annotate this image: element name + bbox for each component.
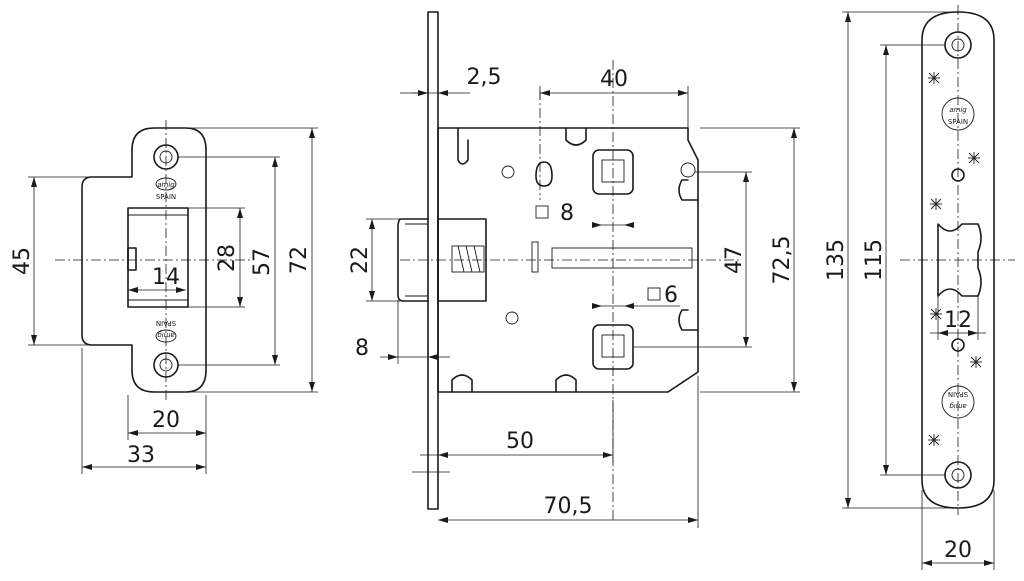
dim-latch-offset: 8: [355, 336, 369, 361]
dim-faceplate-hole-distance: 115: [862, 239, 887, 281]
dim-follower-distance: 47: [722, 246, 747, 274]
case-slot-top-left: [457, 127, 469, 165]
strike-tab: [127, 247, 137, 271]
faceplate-outline: [921, 11, 995, 509]
bolt-pin: [531, 241, 539, 273]
lock-latch: [397, 218, 429, 302]
bolt-slot: [551, 247, 693, 269]
dim-faceplate-thickness: 2,5: [467, 65, 502, 90]
dim-strike-total-width: 33: [127, 443, 155, 468]
faceplate-latch-opening: [937, 223, 982, 297]
logo-mark: amig: [157, 331, 175, 339]
logo-mark: amig: [157, 181, 175, 189]
square-symbol: [535, 205, 549, 219]
dim-strike-window-width: 14: [152, 265, 180, 290]
square-symbol: [647, 287, 661, 301]
lock-body-view: 2,5 40 22 8 8 6: [348, 11, 800, 528]
strike-plate-view: amig SPAIN amig SPAIN 45 28 57: [10, 120, 318, 474]
dim-strike-outer-height: 72: [287, 246, 312, 274]
case-notch-bottom-mid: [555, 374, 577, 393]
dim-case-height: 72,5: [770, 236, 795, 285]
dim-strike-body-height: 45: [10, 247, 35, 275]
dim-faceplate-width: 20: [944, 538, 972, 563]
faceplate-front-view: amig SPAIN amig SPAIN 135 115: [824, 5, 1015, 570]
dim-latch-height: 22: [348, 246, 373, 274]
dim-backset: 50: [506, 429, 534, 454]
dim-strike-window-height: 28: [215, 244, 240, 272]
dim-faceplate-length: 135: [824, 239, 849, 281]
case-notch-bottom-left: [451, 374, 473, 393]
dim-strike-plate-width: 20: [152, 408, 180, 433]
logo-text: SPAIN: [948, 390, 968, 398]
dim-square-bottom: 6: [664, 283, 678, 308]
strike-plate-outline: [81, 127, 207, 393]
dim-case-depth: 70,5: [544, 494, 593, 519]
dim-square-top: 8: [560, 201, 574, 226]
dim-spindle-to-cylinder: 40: [600, 67, 628, 92]
dim-strike-holes-height: 57: [250, 248, 275, 276]
case-notch-top: [565, 127, 587, 146]
latch-spring: [451, 245, 485, 273]
dim-latch-width: 12: [944, 308, 972, 333]
lock-faceplate: [427, 11, 439, 510]
